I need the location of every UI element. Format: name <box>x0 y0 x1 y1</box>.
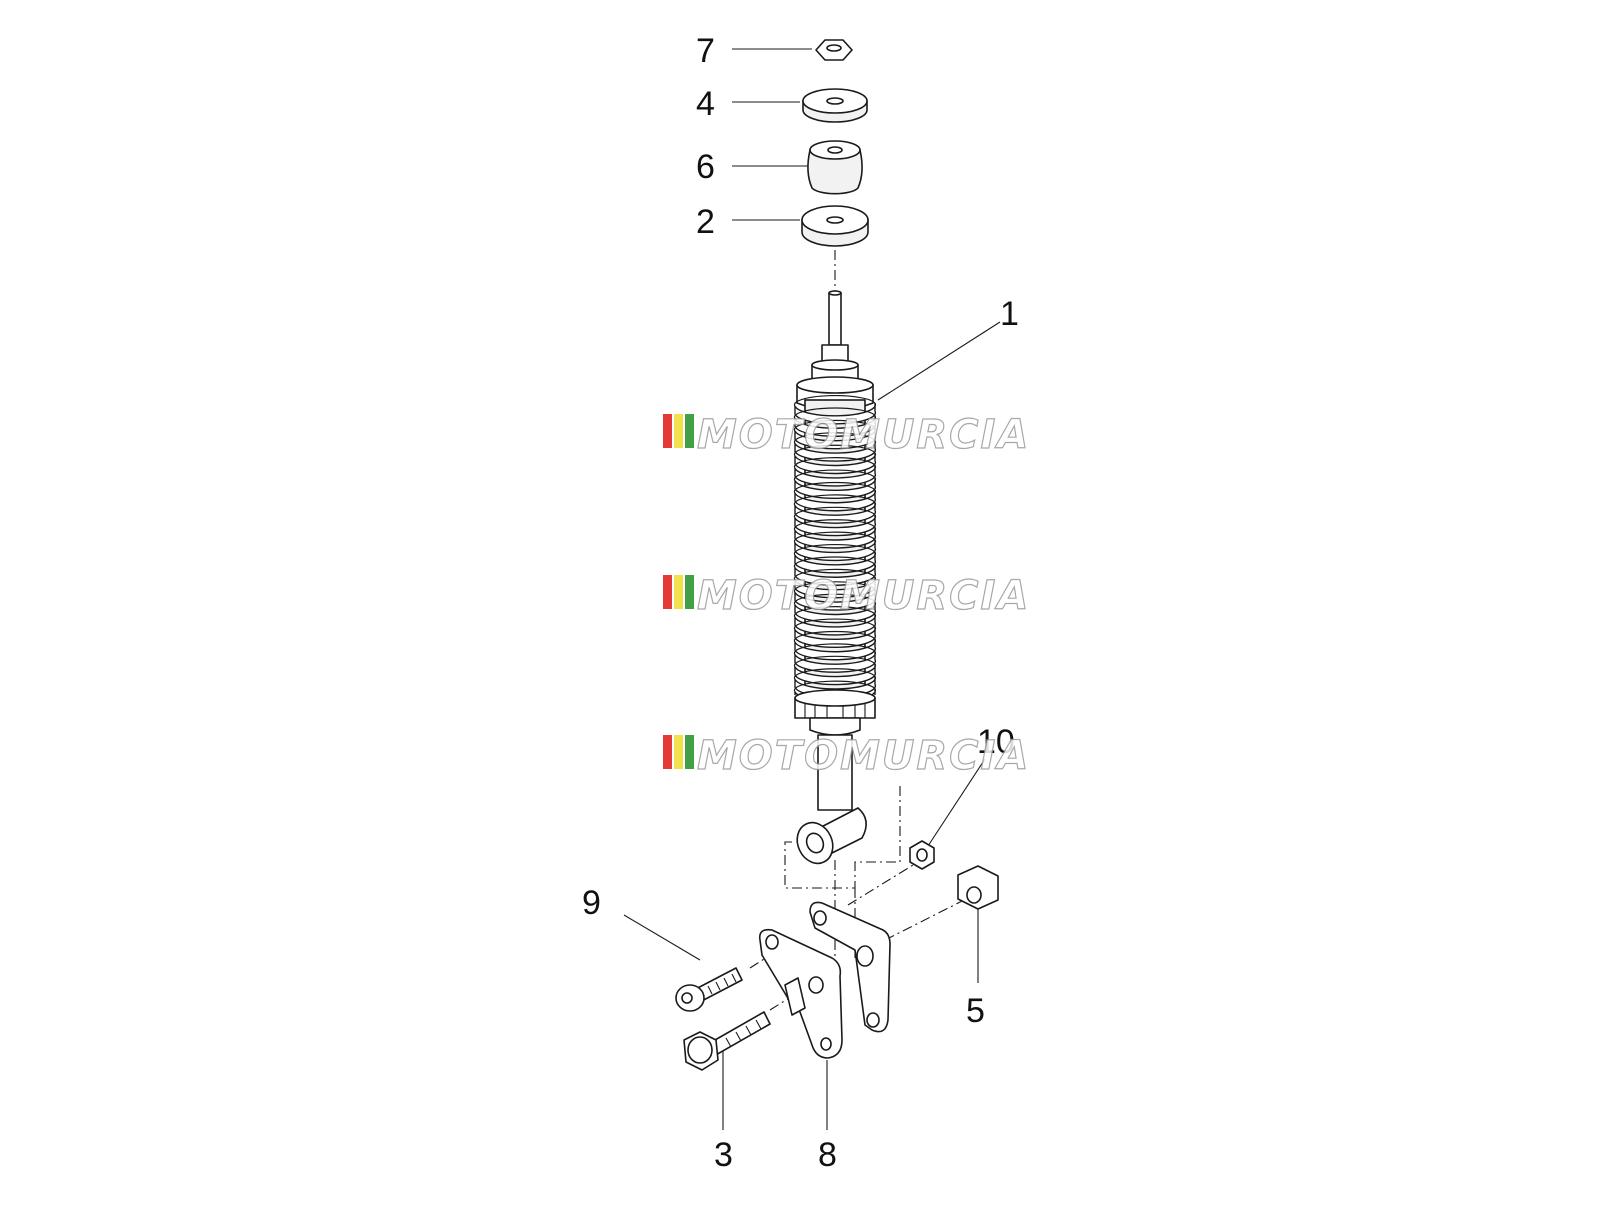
callout-numbers: 7 4 6 2 1 10 9 5 3 8 <box>582 32 1019 1174</box>
spring-coil <box>794 539 877 562</box>
spring-coil-back <box>793 519 876 531</box>
watermark-stripe-yellow <box>674 414 683 448</box>
part-8-bracket <box>758 901 891 1059</box>
callout-4: 4 <box>696 85 715 123</box>
spring-coil-back <box>793 581 876 593</box>
spring-coil <box>794 477 877 500</box>
spring-coil-back <box>793 630 876 643</box>
watermark-3: MOTOMURCIA <box>663 732 1030 780</box>
part-1-shock-absorber <box>793 290 877 865</box>
spring-coil-back <box>793 494 876 506</box>
spring-coil-back <box>793 643 876 655</box>
callout-10: 10 <box>977 723 1015 761</box>
spring-coil <box>794 464 877 487</box>
spring-coil <box>794 613 877 636</box>
part-3-hex-bolt <box>683 1011 771 1071</box>
watermark-stripe-red <box>663 735 672 769</box>
watermark-text: MOTOMURCIA <box>697 573 1030 619</box>
callout-7: 7 <box>696 32 715 70</box>
spring-coil <box>794 626 877 649</box>
spring-coil <box>794 564 877 586</box>
callout-1: 1 <box>1000 295 1019 333</box>
spring-coil-back <box>793 606 876 618</box>
part-4-washer <box>802 88 868 123</box>
spring-coil-back <box>793 655 876 668</box>
spring-coil-back <box>793 668 876 680</box>
watermark-stripe-green <box>685 735 694 769</box>
spring-coil <box>794 589 877 611</box>
spring-coil <box>794 576 877 599</box>
spring-coil <box>794 663 877 686</box>
spring-coil <box>794 638 877 661</box>
watermark-2: MOTOMURCIA <box>663 572 1030 620</box>
callout-2: 2 <box>696 203 715 241</box>
spring-coil-back <box>793 556 876 568</box>
watermark-text: MOTOMURCIA <box>697 733 1030 779</box>
watermark-stripe-green <box>685 575 694 609</box>
watermark-stripe-yellow <box>674 735 683 769</box>
spring-coil-back <box>793 531 876 544</box>
watermark-stripe-green <box>685 414 694 448</box>
spring-coil-back <box>793 543 876 556</box>
spring-coil-back <box>793 419 876 432</box>
part-10-small-nut <box>909 840 935 870</box>
spring-coil <box>794 402 877 425</box>
watermark-stripe-red <box>663 575 672 609</box>
callout-9: 9 <box>582 884 601 922</box>
watermark-text: MOTOMURCIA <box>697 412 1030 458</box>
spring-coil-back <box>793 432 876 444</box>
spring-coil-back <box>793 469 876 482</box>
spring-coil-back <box>793 395 876 407</box>
spring-coil-back <box>793 680 876 693</box>
watermark-stripe-yellow <box>674 575 683 609</box>
spring-coil-back <box>793 568 876 581</box>
spring-coil <box>794 527 877 549</box>
spring-coil-back <box>793 444 876 457</box>
callout-6: 6 <box>696 148 715 186</box>
part-5-large-nut <box>957 865 999 910</box>
callout-3: 3 <box>714 1136 733 1174</box>
watermark-1: MOTOMURCIA <box>663 411 1030 459</box>
spring-coil <box>794 489 877 512</box>
spring-coil <box>794 601 877 624</box>
callout-5: 5 <box>966 992 985 1030</box>
spring-coil-back <box>793 506 876 519</box>
part-9-socket-bolt <box>675 967 743 1012</box>
spring-coil <box>794 502 877 524</box>
part-6-rubber-bush <box>807 140 863 195</box>
spring-coil <box>794 551 877 574</box>
leader-lines <box>623 48 1001 1130</box>
spring-coil <box>794 514 877 537</box>
spring-coil <box>794 452 877 475</box>
spring-coil <box>794 427 877 450</box>
part-2-washer <box>801 205 869 247</box>
spring-coil-back <box>793 481 876 494</box>
spring-coil <box>794 415 877 437</box>
spring-coil <box>794 651 877 673</box>
spring-coil-back <box>793 457 876 469</box>
spring-coil-back <box>793 593 876 606</box>
watermark-stripe-red <box>663 414 672 448</box>
spring-coil-back <box>793 618 876 631</box>
spring-coil <box>794 440 877 462</box>
callout-8: 8 <box>818 1136 837 1174</box>
part-7-nut <box>815 39 853 61</box>
spring-coil-back <box>793 407 876 419</box>
